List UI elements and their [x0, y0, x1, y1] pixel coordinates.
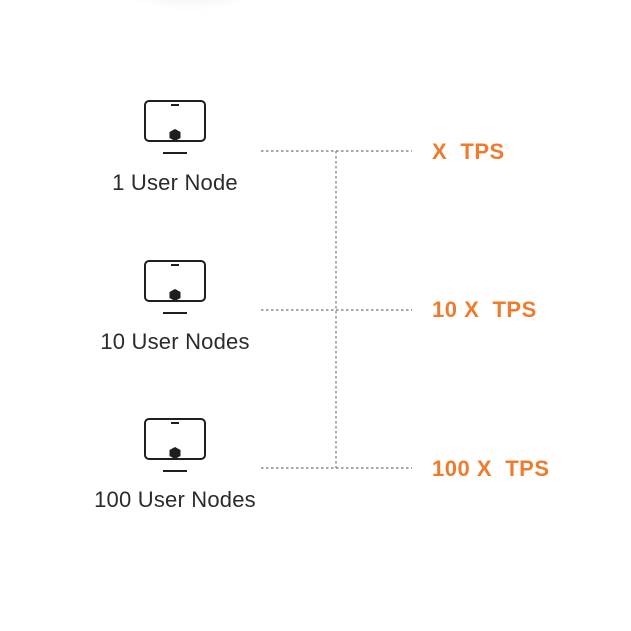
monitor-node-icon — [144, 418, 206, 472]
tps-label-1: X TPS — [432, 139, 505, 164]
node-label: 10 User Nodes — [100, 329, 250, 354]
monitor-node-icon — [144, 260, 206, 314]
top-glow — [120, 0, 260, 10]
node-label: 1 User Node — [112, 170, 238, 195]
node-label: 100 User Nodes — [94, 487, 256, 512]
monitor-node-icon — [144, 100, 206, 154]
tps-label-2: 10 X TPS — [432, 297, 537, 322]
tps-label-3: 100 X TPS — [432, 456, 550, 481]
